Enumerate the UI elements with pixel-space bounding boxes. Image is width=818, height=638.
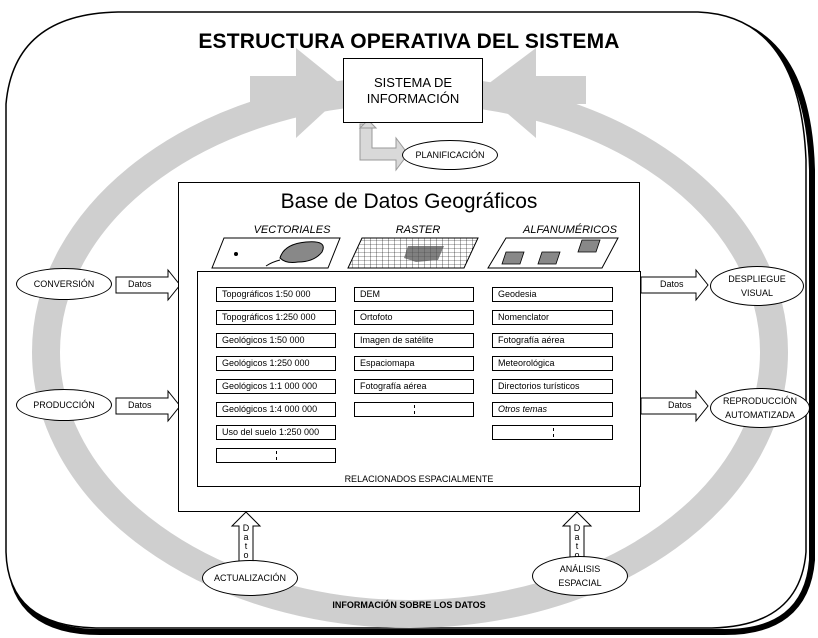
letter: D xyxy=(573,523,581,533)
despliegue-node: DESPLIEGUE VISUAL xyxy=(710,266,804,306)
produccion-arrow xyxy=(115,389,181,423)
conversion-node: CONVERSIÓN xyxy=(16,268,112,300)
produccion-datos-label: Datos xyxy=(128,400,152,410)
actualizacion-node: ACTUALIZACIÓN xyxy=(202,560,298,596)
letter: t xyxy=(575,541,579,551)
analisis-line1: ANÁLISIS xyxy=(559,564,601,574)
sistema-informacion-box: SISTEMA DE INFORMACIÓN xyxy=(343,58,483,123)
actualizacion-label: ACTUALIZACIÓN xyxy=(213,573,286,583)
list-item: Espaciomapa xyxy=(354,356,474,371)
list-item: Geológicos 1:250 000 xyxy=(216,356,336,371)
list-item: Otros temas xyxy=(492,402,613,417)
analisis-node: ANÁLISIS ESPACIAL xyxy=(532,556,628,596)
right-arrowhead xyxy=(480,48,536,138)
letter: o xyxy=(243,550,249,560)
vector-polygon xyxy=(279,241,324,263)
list-item: Imagen de satélite xyxy=(354,333,474,348)
raster-illustration xyxy=(347,237,479,269)
list-item: Ortofoto xyxy=(354,310,474,325)
alfanumericos-list: Geodesia Nomenclator Fotografía aérea Me… xyxy=(492,287,613,440)
planificacion-node: PLANIFICACIÓN xyxy=(402,140,498,170)
list-item-empty xyxy=(354,402,474,417)
list-item: DEM xyxy=(354,287,474,302)
planificacion-label: PLANIFICACIÓN xyxy=(415,150,485,160)
relacionados-label: RELACIONADOS ESPACIALMENTE xyxy=(344,474,494,484)
conversion-arrow xyxy=(115,268,181,302)
left-arrow-shaft xyxy=(250,76,302,104)
list-item: Fotografía aérea xyxy=(492,333,613,348)
reproduccion-node: REPRODUCCIÓN AUTOMATIZADA xyxy=(710,388,810,428)
despliegue-line2: VISUAL xyxy=(740,288,773,298)
list-item: Nomenclator xyxy=(492,310,613,325)
despliegue-datos-label: Datos xyxy=(660,279,684,289)
despliegue-arrow xyxy=(640,268,709,302)
letter: a xyxy=(243,532,249,542)
vectoriales-heading: VECTORIALES xyxy=(253,224,331,236)
produccion-label: PRODUCCIÓN xyxy=(33,400,95,410)
list-item: Geológicos 1:4 000 000 xyxy=(216,402,336,417)
alfanumericos-heading: ALFANUMÉRICOS xyxy=(523,224,617,236)
sistema-line2: INFORMACIÓN xyxy=(366,90,460,106)
letter: t xyxy=(244,541,248,551)
letter: D xyxy=(242,523,250,533)
base-datos-title: Base de Datos Geográficos xyxy=(280,190,538,213)
list-item: Geológicos 1:1 000 000 xyxy=(216,379,336,394)
list-item: Fotografía aérea xyxy=(354,379,474,394)
sistema-line1: SISTEMA DE xyxy=(373,74,453,90)
informacion-datos-label: INFORMACIÓN SOBRE LOS DATOS xyxy=(332,600,486,610)
page-title: ESTRUCTURA OPERATIVA DEL SISTEMA xyxy=(198,30,620,53)
produccion-node: PRODUCCIÓN xyxy=(16,389,112,421)
left-arrowhead xyxy=(296,48,348,138)
raster-dark-area xyxy=(404,246,444,262)
list-item: Directorios turísticos xyxy=(492,379,613,394)
alfanumericos-illustration xyxy=(487,237,619,269)
conversion-datos-label: Datos xyxy=(128,279,152,289)
planning-loop-arrow xyxy=(359,123,409,172)
list-item: Topográficos 1:50 000 xyxy=(216,287,336,302)
list-item: Geológicos 1:50 000 xyxy=(216,333,336,348)
reproduccion-arrow xyxy=(640,389,709,423)
planning-arrow-up xyxy=(358,119,378,129)
list-item: Meteorológica xyxy=(492,356,613,371)
raster-list: DEM Ortofoto Imagen de satélite Espaciom… xyxy=(354,287,474,417)
reproduccion-line2: AUTOMATIZADA xyxy=(725,410,795,420)
list-item: Topográficos 1:250 000 xyxy=(216,310,336,325)
reproduccion-line1: REPRODUCCIÓN xyxy=(722,396,797,406)
list-item-empty xyxy=(216,448,336,463)
letter: a xyxy=(574,532,580,542)
reproduccion-datos-label: Datos xyxy=(668,400,692,410)
list-item: Uso del suelo 1:250 000 xyxy=(216,425,336,440)
letter: o xyxy=(574,550,580,560)
raster-heading: RASTER xyxy=(395,224,441,236)
list-item-empty xyxy=(492,425,613,440)
right-arrow-shaft xyxy=(530,76,586,104)
conversion-label: CONVERSIÓN xyxy=(33,279,95,289)
list-item: Geodesia xyxy=(492,287,613,302)
analisis-line2: ESPACIAL xyxy=(558,578,602,588)
vectoriales-illustration xyxy=(211,237,341,269)
despliegue-line1: DESPLIEGUE xyxy=(728,274,786,284)
vector-point xyxy=(234,252,238,256)
vectoriales-list: Topográficos 1:50 000 Topográficos 1:250… xyxy=(216,287,336,463)
